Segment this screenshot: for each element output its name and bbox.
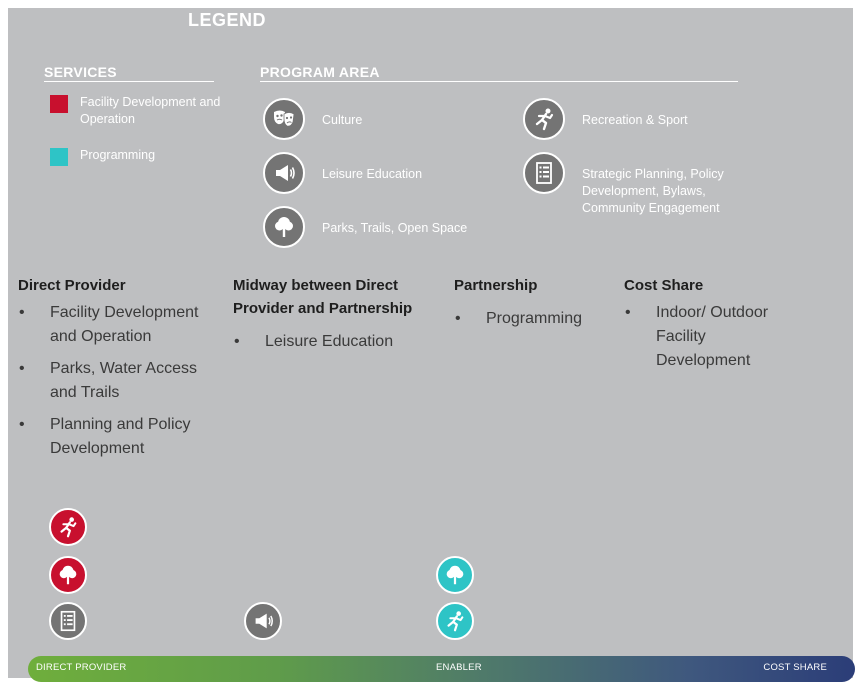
services-heading: SERVICES	[44, 64, 117, 80]
runner-icon	[436, 602, 474, 640]
program-area-heading: PROGRAM AREA	[260, 64, 380, 80]
spectrum-left-label: DIRECT PROVIDER	[36, 662, 127, 673]
megaphone-icon	[244, 602, 282, 640]
document-list-icon	[523, 152, 565, 194]
column-heading: Direct Provider	[18, 277, 126, 294]
list-item: Facility Development and Operation	[18, 301, 228, 349]
leisure-education-legend-label: Leisure Education	[322, 167, 423, 181]
list-item: Leisure Education	[233, 330, 443, 354]
spectrum-right-label: COST SHARE	[763, 662, 827, 673]
recreation-legend-label: Recreation & Sport	[582, 113, 688, 127]
column-partnership: Partnership Programming	[454, 274, 614, 339]
programming-color-swatch	[50, 148, 68, 166]
column-heading: Midway between Direct Provider and Partn…	[233, 277, 413, 317]
culture-legend-label: Culture	[322, 113, 363, 127]
runner-icon	[523, 98, 565, 140]
strategic-planning-legend-label: Strategic Planning, Policy Development, …	[582, 167, 724, 215]
theatre-masks-icon	[263, 98, 305, 140]
column-heading: Cost Share	[624, 277, 704, 294]
facility-color-swatch	[50, 95, 68, 113]
runner-icon	[49, 508, 87, 546]
tree-icon	[436, 556, 474, 594]
diagram-panel	[8, 485, 853, 678]
services-divider	[44, 81, 214, 82]
program-area-divider	[260, 81, 738, 82]
legend-panel	[8, 8, 853, 485]
megaphone-icon	[263, 152, 305, 194]
tree-icon	[263, 206, 305, 248]
column-cost-share: Cost Share Indoor/ Outdoor Facility Deve…	[624, 274, 804, 381]
facility-legend-label: Facility Development and Operation	[80, 95, 221, 126]
column-midway: Midway between Direct Provider and Partn…	[233, 274, 443, 362]
spectrum-middle-label: ENABLER	[436, 662, 482, 673]
document-list-icon	[49, 602, 87, 640]
list-item: Programming	[454, 307, 614, 331]
tree-icon	[49, 556, 87, 594]
column-direct-provider: Direct Provider Facility Development and…	[18, 274, 228, 469]
list-item: Indoor/ Outdoor Facility Development	[624, 301, 804, 373]
list-item: Parks, Water Access and Trails	[18, 357, 228, 405]
provider-spectrum-bar: DIRECT PROVIDER ENABLER COST SHARE	[28, 656, 855, 682]
parks-legend-label: Parks, Trails, Open Space	[322, 221, 468, 235]
list-item: Planning and Policy Development	[18, 413, 228, 461]
column-heading: Partnership	[454, 277, 538, 294]
legend-title: LEGEND	[188, 10, 267, 30]
programming-legend-label: Programming	[80, 148, 156, 162]
